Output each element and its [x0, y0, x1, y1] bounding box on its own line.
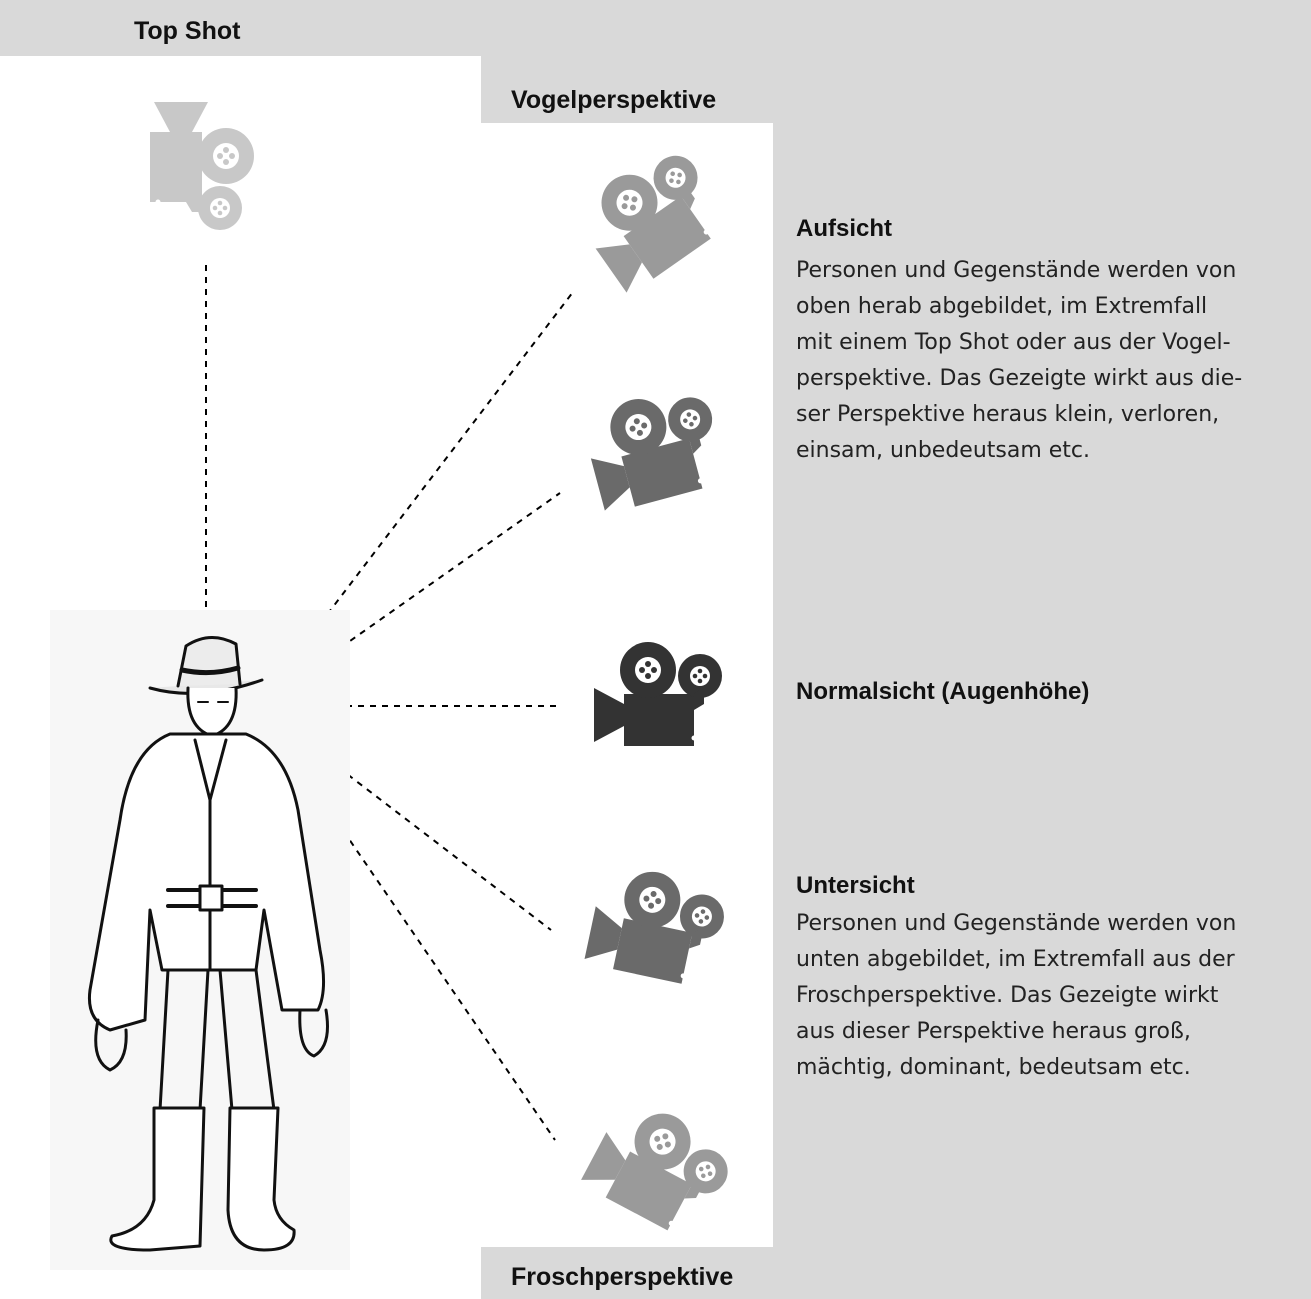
aufsicht-line: ser Perspektive heraus klein, verloren, [796, 402, 1220, 427]
top-band [0, 0, 1311, 56]
bottom-band [481, 1247, 773, 1299]
camera-normalsicht-icon [594, 642, 722, 746]
label-froschperspektive: Froschperspektive [511, 1263, 734, 1291]
normalsicht-heading: Normalsicht (Augenhöhe) [796, 678, 1090, 705]
untersicht-line: mächtig, dominant, bedeutsam etc. [796, 1055, 1191, 1080]
right-upper-panel [481, 56, 1311, 123]
untersicht-line: Froschperspektive. Das Gezeigte wirkt [796, 983, 1219, 1008]
camera-aufsicht-icon [578, 380, 730, 515]
untersicht-line: aus dieser Perspektive heraus groß, [796, 1019, 1191, 1044]
aufsicht-line: perspektive. Das Gezeigte wirkt aus die- [796, 366, 1243, 391]
camera-top-shot-icon [150, 102, 254, 230]
right-panel [773, 123, 1311, 1299]
cowboy-figure [50, 610, 350, 1270]
label-top-shot: Top Shot [134, 17, 241, 45]
aufsicht-heading: Aufsicht [796, 215, 892, 242]
aufsicht-line: oben herab abgebildet, im Extremfall [796, 294, 1208, 319]
label-vogelperspektive: Vogelperspektive [511, 86, 717, 114]
aufsicht-line: einsam, unbedeutsam etc. [796, 438, 1091, 463]
camera-untersicht-icon [583, 861, 731, 990]
untersicht-heading: Untersicht [796, 872, 915, 899]
aufsicht-line: Personen und Gegenstände werden von [796, 258, 1237, 283]
camera-vogelperspektive-icon [569, 137, 734, 296]
camera-froschperspektive-icon [579, 1091, 742, 1244]
untersicht-line: unten abgebildet, im Extremfall aus der [796, 947, 1235, 972]
aufsicht-line: mit einem Top Shot oder aus der Vogel- [796, 330, 1231, 355]
untersicht-line: Personen und Gegenstände werden von [796, 911, 1237, 936]
